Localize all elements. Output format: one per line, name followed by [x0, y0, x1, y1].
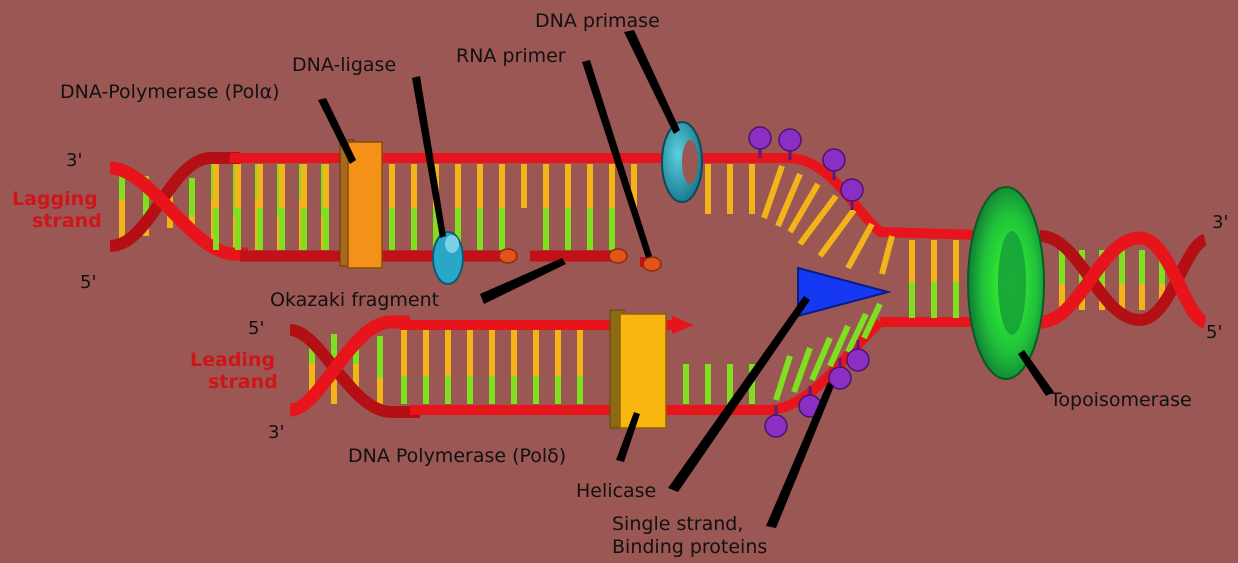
label-ssb-line2: Binding proteins [612, 536, 767, 558]
label-helicase: Helicase [576, 480, 656, 502]
dna-polymerase-delta-enzyme [610, 310, 666, 428]
label-dna-polymerase-alpha: DNA-Polymerase (Polα) [60, 81, 280, 103]
pointer-dna-primase [624, 30, 680, 134]
base-pair [794, 348, 810, 392]
label-topoisomerase: Topoisomerase [1049, 389, 1192, 411]
label-dna-polymerase-delta: DNA Polymerase (Polδ) [348, 445, 566, 467]
base-pair [820, 210, 854, 256]
end-label-right-top: 3' [1212, 212, 1228, 233]
label-leading-strand-line2: strand [208, 371, 278, 393]
label-rna-primer: RNA primer [456, 45, 566, 67]
label-ssb-line1: Single strand, [612, 513, 743, 535]
label-leading-strand-line1: Leading [190, 349, 275, 371]
base-pair [848, 224, 872, 268]
dna-primase-enzyme [662, 122, 702, 202]
end-label-leading-bottom: 3' [268, 422, 284, 443]
label-lagging-strand-line2: strand [32, 210, 102, 232]
rna-primer-mark [609, 249, 627, 263]
rna-primer-mark [643, 257, 661, 271]
topoisomerase-enzyme [968, 187, 1044, 379]
label-lagging-strand-line1: Lagging [12, 188, 98, 210]
rna-primer-mark [499, 249, 517, 263]
end-label-right-bottom: 5' [1206, 322, 1222, 343]
base-pair [776, 356, 790, 400]
dna-ligase-enzyme [433, 232, 463, 284]
end-label-leading-top: 5' [248, 318, 264, 339]
pointer-okazaki-fragment [480, 258, 566, 304]
label-dna-primase: DNA primase [535, 10, 660, 32]
dna-polymerase-alpha-enzyme [340, 140, 382, 268]
end-label-lagging-top: 3' [66, 150, 82, 171]
base-pair [764, 166, 782, 218]
end-label-lagging-bottom: 5' [80, 272, 96, 293]
leading-helix [290, 322, 420, 412]
label-dna-ligase: DNA-ligase [292, 54, 396, 76]
base-pair [882, 236, 892, 274]
pointer-topoisomerase [1018, 350, 1054, 396]
leading-strand-direction-arrow [672, 316, 694, 334]
label-okazaki-fragment: Okazaki fragment [270, 289, 439, 311]
